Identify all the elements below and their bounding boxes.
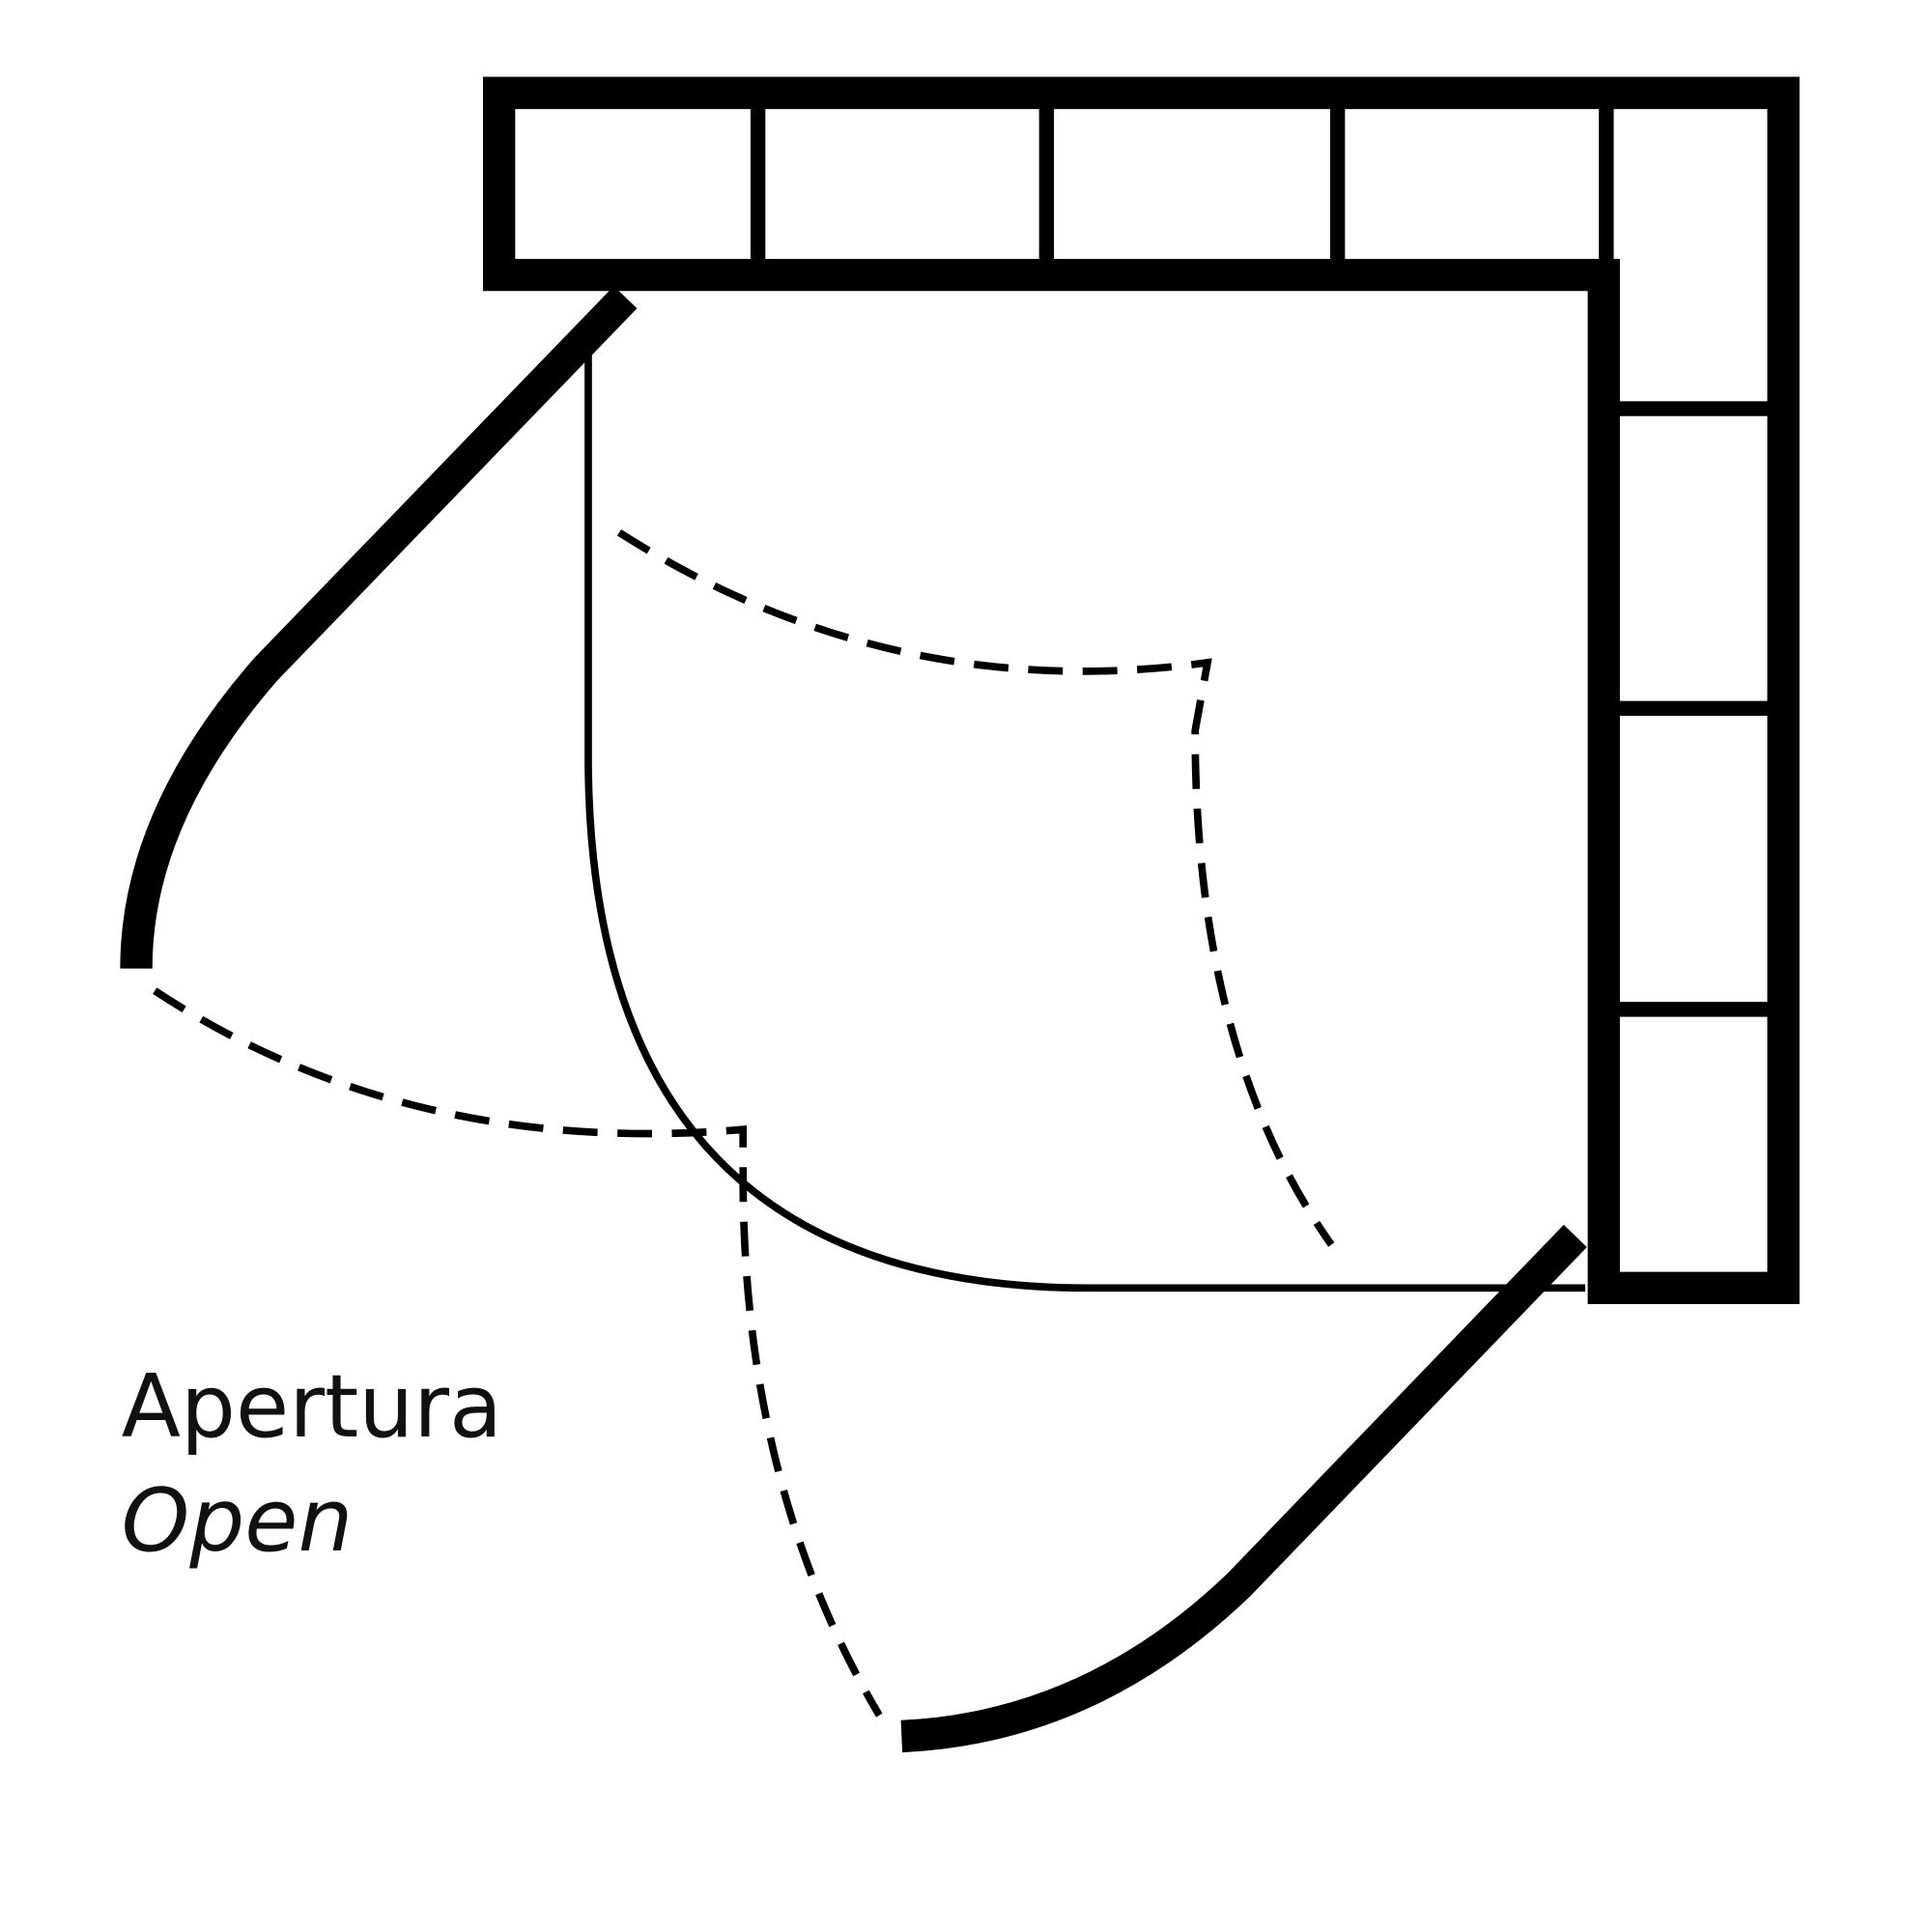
door-swing-arcs (153, 529, 1335, 1718)
swing-arc-outer (153, 987, 883, 1718)
left-door-panel (120, 286, 638, 969)
label-apertura: Apertura (122, 1357, 502, 1458)
swing-arc-inner-left (616, 529, 1335, 1247)
right-door-panel (900, 1224, 1587, 1753)
tile-dividers (750, 99, 1777, 1017)
tiled-wall (483, 76, 1800, 1305)
shower-tray-outline (584, 353, 1586, 1293)
wall-outline (483, 76, 1800, 1305)
label-open: Open (122, 1471, 354, 1572)
